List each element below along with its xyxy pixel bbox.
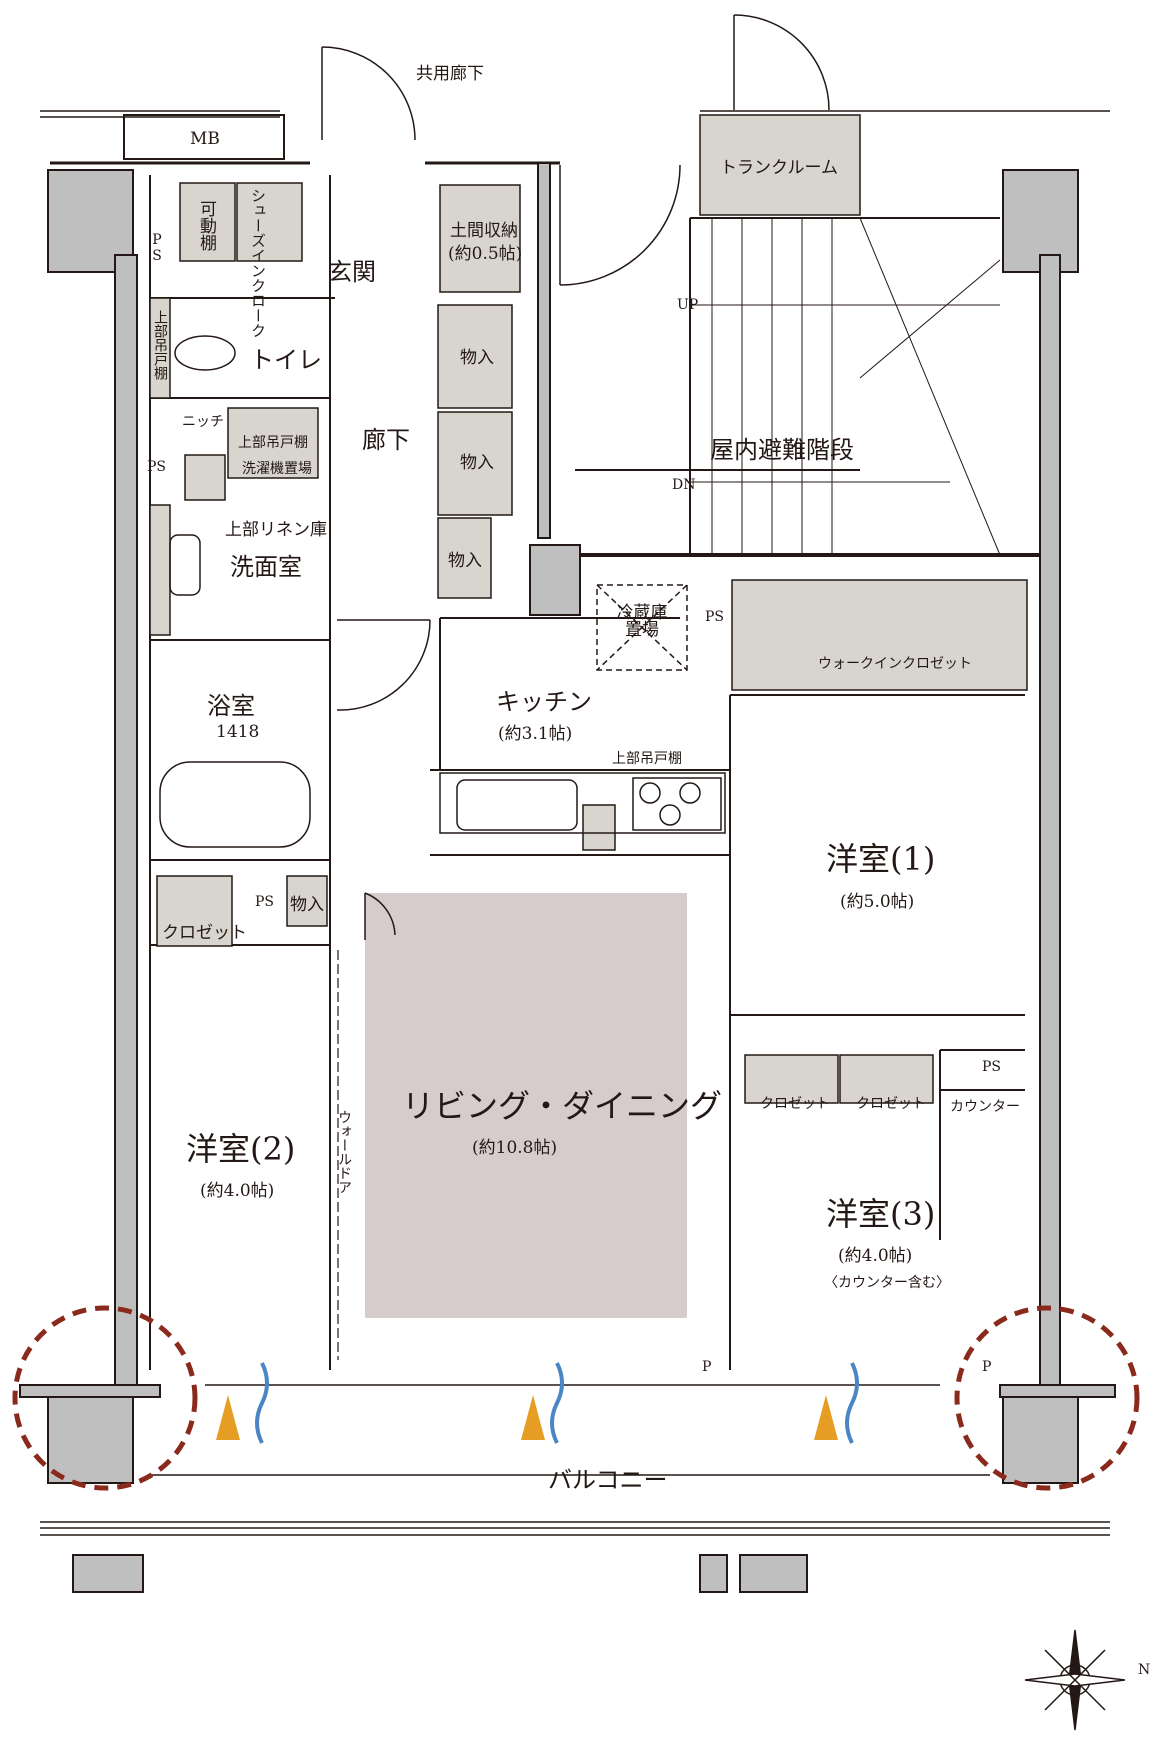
western2-label: 洋室(2) xyxy=(186,1130,296,1168)
kitchen-upper-shelf-label: 上部吊戸棚 xyxy=(612,751,682,767)
trunk-room-label: トランクルーム xyxy=(720,158,838,178)
trunk-room-box xyxy=(699,114,861,216)
closet-box-3a xyxy=(744,1054,839,1104)
compass-north-label: N xyxy=(1138,1662,1151,1678)
kitchen-label: キッチン xyxy=(496,688,592,716)
western3-label: 洋室(3) xyxy=(826,1195,936,1233)
compass-icon xyxy=(1024,1629,1126,1731)
western2-size: (約4.0帖) xyxy=(200,1181,275,1201)
storage-box-4 xyxy=(286,875,328,927)
toilet-label: トイレ xyxy=(250,346,322,374)
storage-label-4: 物入 xyxy=(290,895,324,915)
closet-label-2: クロゼット xyxy=(162,923,247,943)
p-label-1: P xyxy=(702,1359,712,1375)
storage-box-2 xyxy=(437,411,513,516)
storage-box-1 xyxy=(437,304,513,409)
p-label-2: P xyxy=(982,1359,992,1375)
highlight-circle-right xyxy=(954,1305,1140,1491)
storage-label-2: 物入 xyxy=(460,453,494,473)
storage-box-3 xyxy=(437,517,492,599)
balcony-label: バルコニー xyxy=(548,1466,668,1494)
upper-linen-label: 上部リネン庫 xyxy=(225,520,327,540)
common-corridor-label: 共用廊下 xyxy=(416,64,484,84)
hallway-label: 廊下 xyxy=(362,426,410,454)
closet-label-3b: クロゼット xyxy=(856,1096,926,1112)
bath-size: 1418 xyxy=(216,722,260,742)
shoes-closet-box xyxy=(236,182,303,262)
upper-hanging-shelf-label: 上部吊戸棚 xyxy=(238,435,308,451)
walk-in-closet-label: ウォークインクロゼット xyxy=(818,656,972,672)
walk-in-closet-box xyxy=(731,579,1028,691)
ps-label-5: PS xyxy=(982,1059,1002,1075)
kitchen-size: (約3.1帖) xyxy=(498,724,573,744)
highlight-circle-left xyxy=(12,1305,198,1491)
ps-label-1: PS xyxy=(149,232,165,264)
movable-shelf-label: 可動棚 xyxy=(196,200,216,251)
ps-label-3: PS xyxy=(705,609,725,625)
closet-label-3a: クロゼット xyxy=(760,1096,830,1112)
earthen-storage-box xyxy=(439,184,521,293)
ps-label-4: PS xyxy=(255,894,275,910)
wall-door-label: ウォールドア xyxy=(336,1110,352,1194)
dn-label: DN xyxy=(672,477,696,493)
storage-label-3: 物入 xyxy=(448,551,482,571)
bath-label: 浴室 xyxy=(207,692,255,720)
western3-note: 〈カウンター含む〉 xyxy=(824,1275,950,1291)
living-dining-area xyxy=(365,893,687,1318)
shoes-in-cloak-label: シューズインクローク xyxy=(249,188,267,338)
up-label: UP xyxy=(677,297,699,313)
washing-machine-label: 洗濯機置場 xyxy=(242,461,312,477)
upper-hanging-shelf-vertical-label: 上部吊戸棚 xyxy=(152,310,168,380)
storage-label-1: 物入 xyxy=(460,348,494,368)
closet-box-2 xyxy=(156,875,233,947)
niche-label: ニッチ xyxy=(182,414,224,430)
counter-label: カウンター xyxy=(950,1099,1020,1115)
living-dining-label: リビング・ダイニング xyxy=(402,1087,723,1125)
stairs-label: 屋内避難階段 xyxy=(710,436,854,464)
western1-label: 洋室(1) xyxy=(826,840,936,878)
ps-label-2: PS xyxy=(147,459,167,475)
entrance-label: 玄関 xyxy=(328,258,376,286)
movable-shelf-box xyxy=(179,182,236,262)
earthen-storage-label: 土間収納 xyxy=(450,221,518,241)
living-dining-size: (約10.8帖) xyxy=(472,1138,558,1158)
earthen-storage-size: (約0.5帖) xyxy=(448,244,523,264)
western3-size: (約4.0帖) xyxy=(838,1246,913,1266)
western1-size: (約5.0帖) xyxy=(840,892,915,912)
closet-box-3b xyxy=(839,1054,934,1104)
washroom-label: 洗面室 xyxy=(230,553,302,581)
mb-label: MB xyxy=(190,129,220,149)
fridge-label: 冷蔵庫置場 xyxy=(616,603,668,640)
